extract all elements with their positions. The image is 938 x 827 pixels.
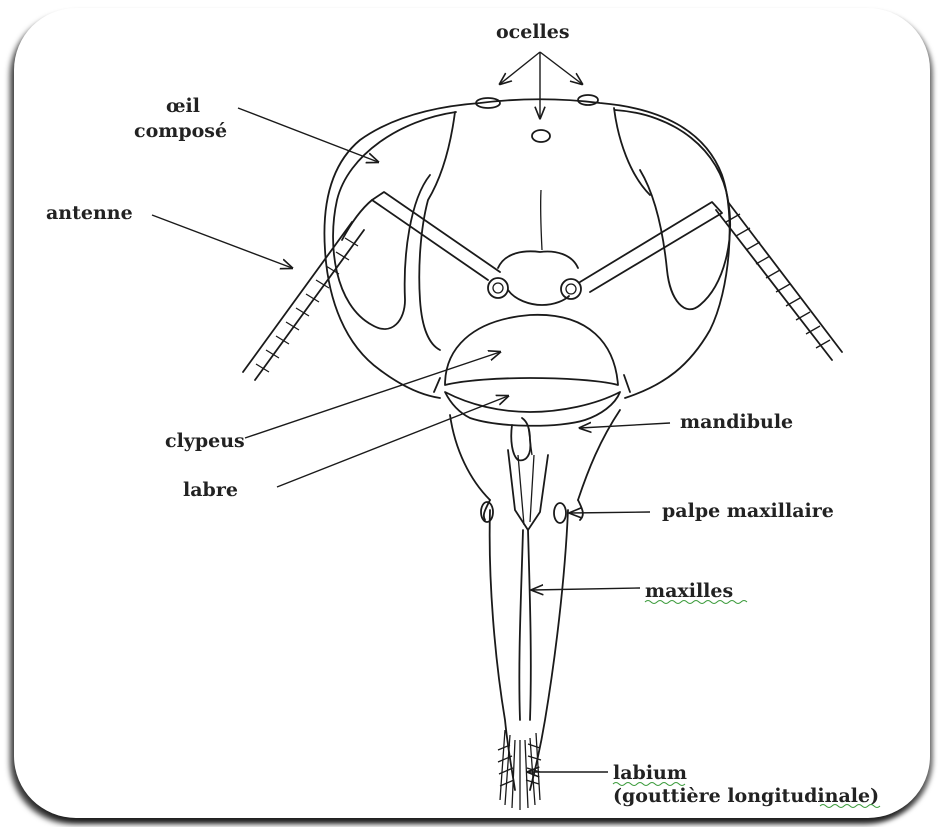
arrow-antenne <box>152 215 292 268</box>
label-ocelles: ocelles <box>496 21 570 43</box>
arrow-ocelle-left <box>500 52 540 84</box>
labium-tip <box>498 730 541 810</box>
label-maxilles: maxilles <box>645 580 733 602</box>
left-antenna <box>243 192 500 380</box>
left-flagellum <box>243 222 364 380</box>
label-oeil-line2: composé <box>134 120 227 142</box>
right-antenna <box>580 202 842 360</box>
clypeus-shape <box>434 315 630 392</box>
arrow-palpe <box>570 512 650 513</box>
label-palpe-maxillaire: palpe maxillaire <box>662 500 834 522</box>
label-labre: labre <box>183 479 238 501</box>
label-oeil-line1: œil <box>166 95 200 117</box>
label-mandibule: mandibule <box>680 411 793 433</box>
arrow-labre <box>277 396 508 487</box>
mandibles <box>450 410 620 500</box>
arrow-ocelle-right <box>540 52 582 84</box>
leader-lines <box>152 52 670 772</box>
arrow-maxilles <box>532 588 640 590</box>
label-gouttiere-longitudinale: (gouttière longitudinale) <box>613 785 879 807</box>
label-clypeus: clypeus <box>165 430 245 452</box>
arrow-oeil <box>238 108 378 162</box>
labrum-shape <box>445 392 620 426</box>
arrow-mandibule <box>580 423 670 428</box>
head-capsule <box>324 95 730 398</box>
label-antenne: antenne <box>46 202 133 224</box>
label-labium: labium <box>613 762 687 784</box>
right-flagellum <box>716 202 842 360</box>
